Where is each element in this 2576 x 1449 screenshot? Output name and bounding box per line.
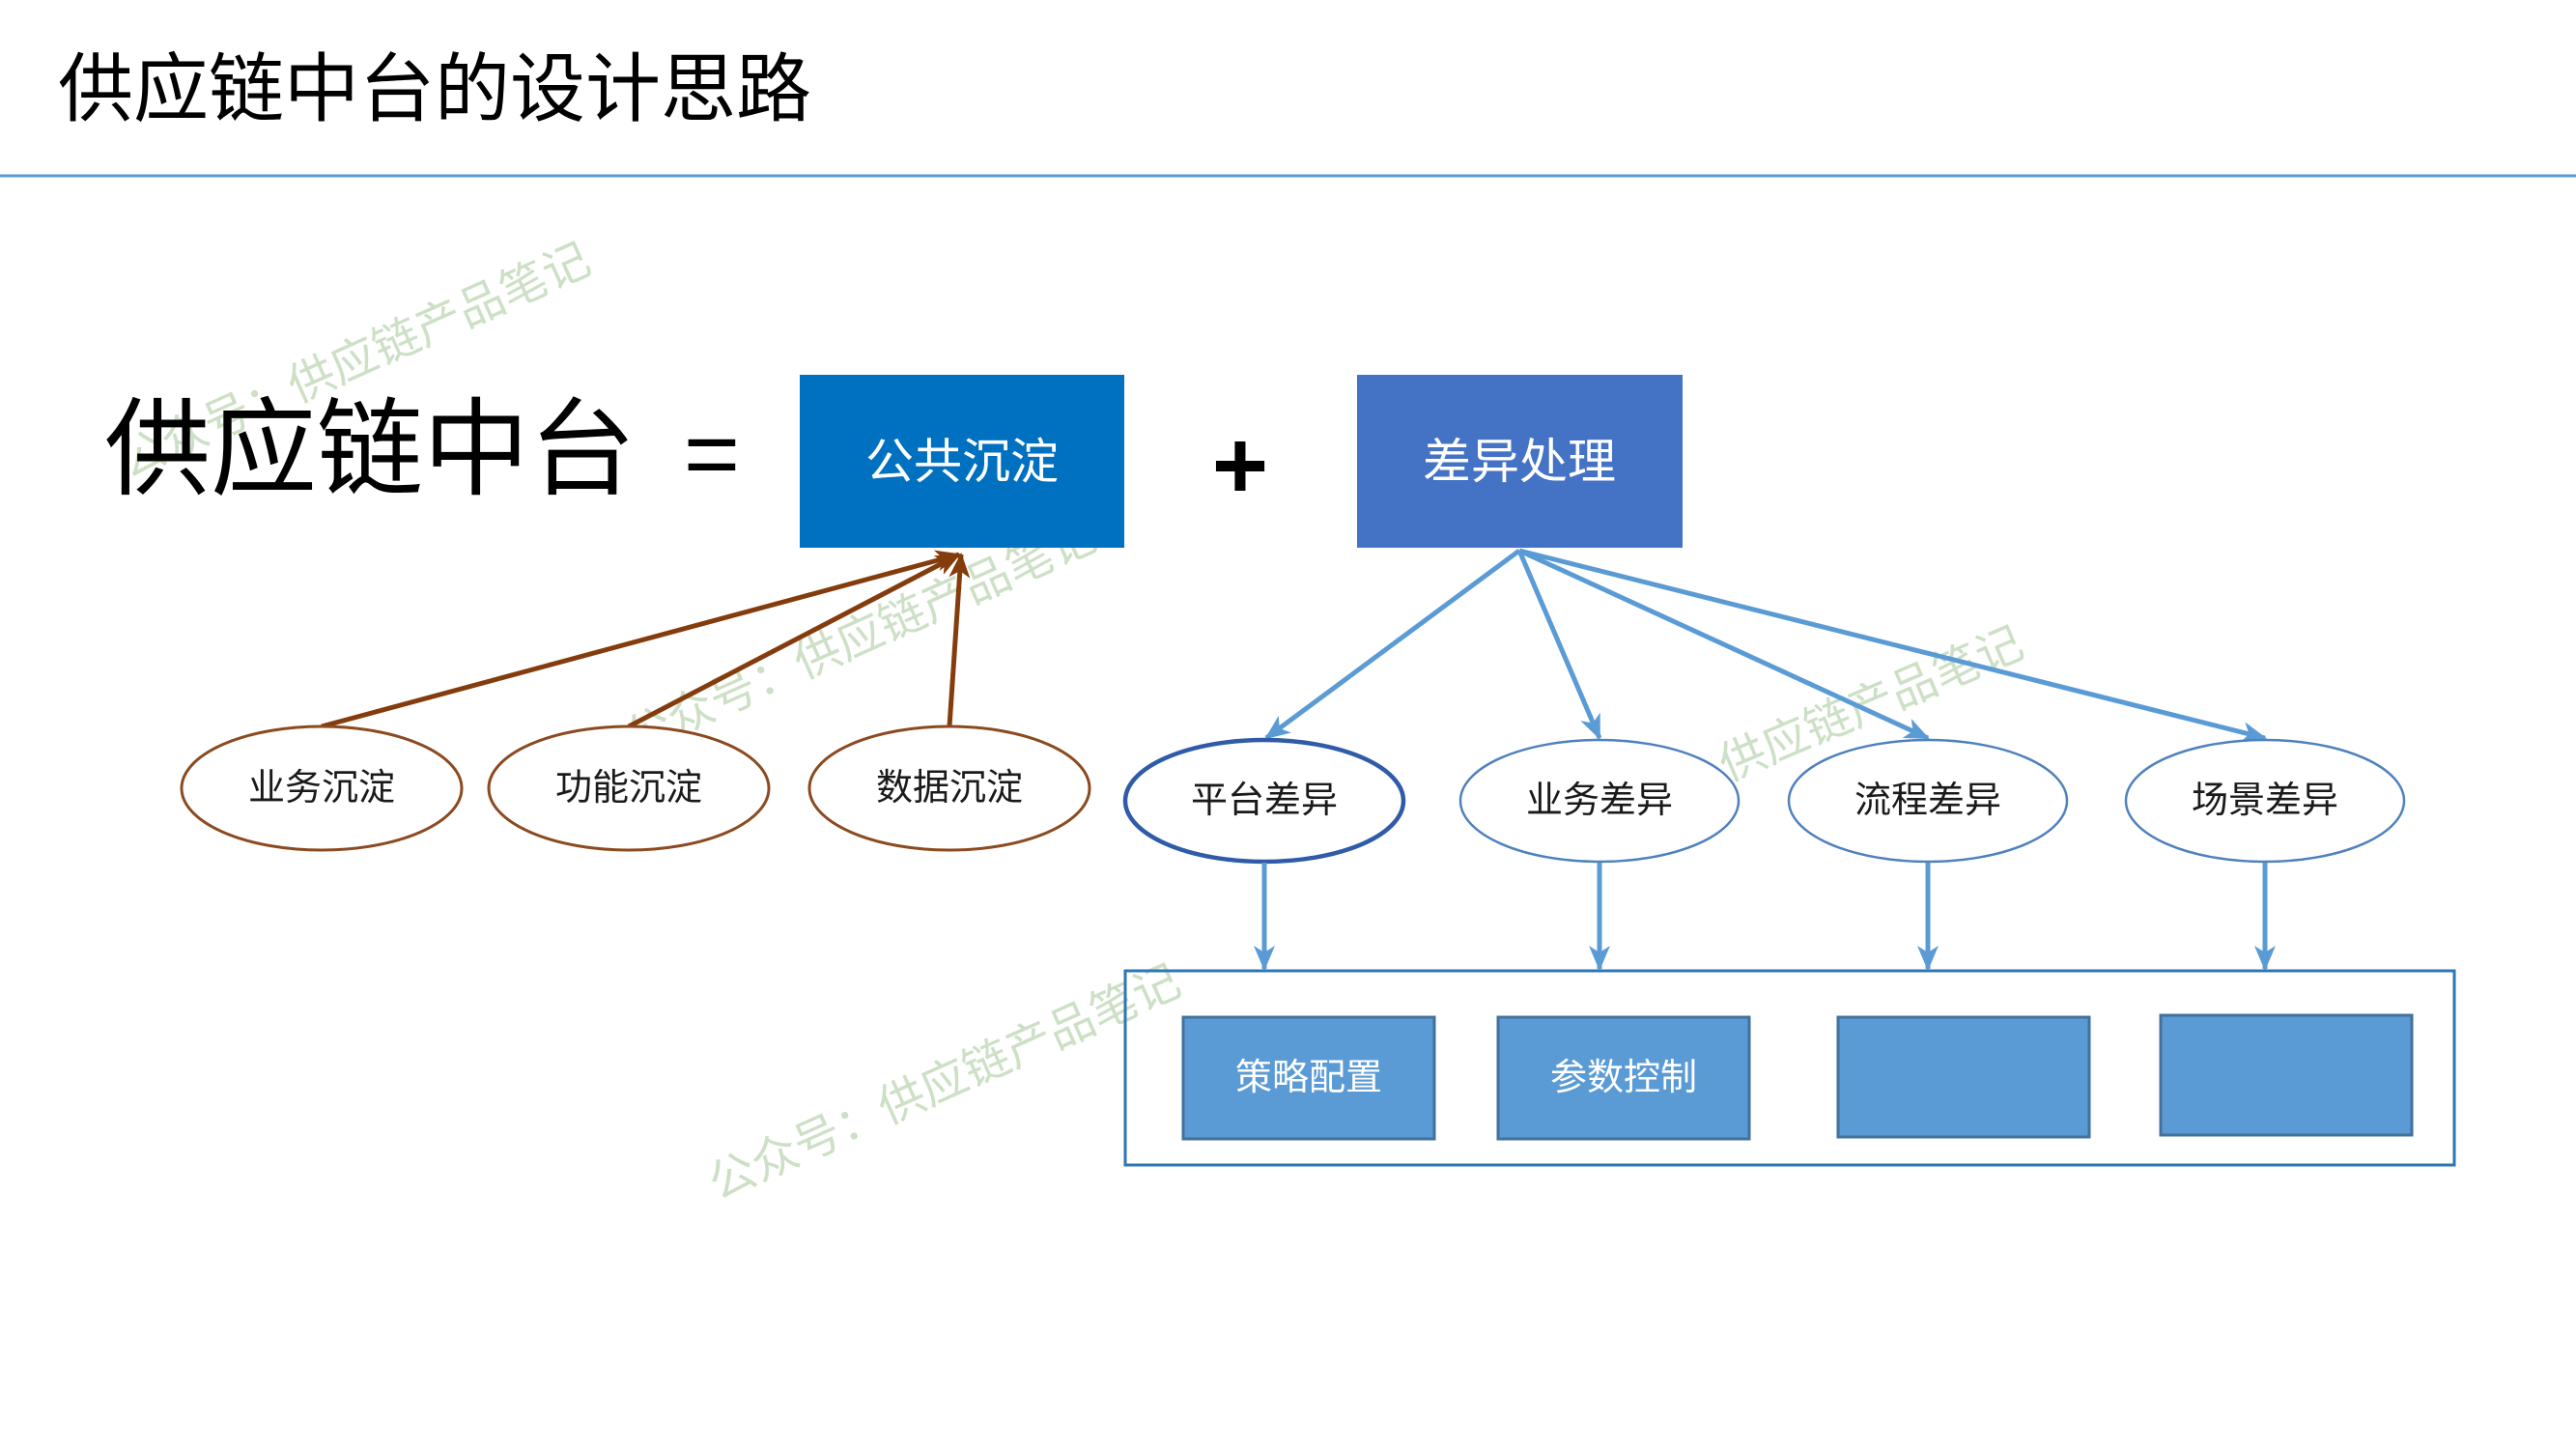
- common-box-label: 公共沉淀: [865, 435, 1059, 489]
- difference-arrows: [1264, 548, 2267, 743]
- arrow-common-item-2: [627, 552, 961, 729]
- handling-arrows: [1254, 863, 2276, 971]
- handling-items: 策略配置 参数控制: [1181, 1013, 2414, 1141]
- difference-item-label: 场景差异: [2192, 781, 2338, 821]
- plus-sign: +: [1212, 412, 1268, 520]
- common-item-label: 功能沉淀: [555, 768, 702, 809]
- page-title: 供应链中台的设计思路: [58, 46, 811, 131]
- handling-box-params: [1496, 1015, 1751, 1141]
- arrow-difference-item-2: [1516, 550, 1602, 740]
- common-item-ellipse: [487, 724, 771, 852]
- watermark-text: 公众号：供应链产品笔记: [701, 955, 1188, 1209]
- difference-item-ellipse: [1458, 738, 1741, 864]
- common-arrows: [321, 550, 971, 729]
- common-items: 业务沉淀 功能沉淀 数据沉淀: [180, 724, 1091, 852]
- difference-item-ellipse: [1122, 737, 1406, 865]
- difference-item-ellipse: [2124, 738, 2406, 864]
- difference-box: [1357, 375, 1683, 548]
- watermark-text: 公众号：供应链产品笔记: [617, 510, 1104, 764]
- difference-item-label: 流程差异: [1854, 781, 2001, 821]
- handling-box-label: 参数控制: [1550, 1058, 1697, 1098]
- common-box: [800, 375, 1124, 548]
- handling-box-empty: [1836, 1015, 2091, 1139]
- handling-box-strategy: [1181, 1015, 1436, 1141]
- common-item-ellipse: [807, 724, 1091, 852]
- difference-item-label: 平台差异: [1191, 781, 1338, 821]
- formula-lhs: 供应链中台: [104, 391, 636, 510]
- difference-item-label: 业务差异: [1526, 781, 1673, 821]
- handling-box-empty: [2159, 1013, 2414, 1137]
- handling-box-label: 策略配置: [1235, 1058, 1382, 1098]
- arrow-common-item-1: [321, 550, 961, 729]
- difference-items: 平台差异 业务差异 流程差异 场景差异: [1122, 737, 2406, 865]
- common-item-label: 数据沉淀: [876, 768, 1023, 809]
- common-item-label: 业务沉淀: [248, 768, 395, 809]
- difference-item-ellipse: [1787, 738, 2069, 864]
- equals-sign: =: [684, 400, 740, 508]
- arrow-difference-item-1: [1264, 548, 1521, 741]
- common-item-ellipse: [180, 724, 464, 852]
- arrow-common-item-3: [947, 553, 971, 727]
- arrow-difference-item-3: [1517, 548, 1930, 741]
- arrow-difference-item-4: [1518, 548, 2267, 743]
- handling-container: [1123, 969, 2456, 1167]
- difference-box-label: 差异处理: [1423, 435, 1616, 489]
